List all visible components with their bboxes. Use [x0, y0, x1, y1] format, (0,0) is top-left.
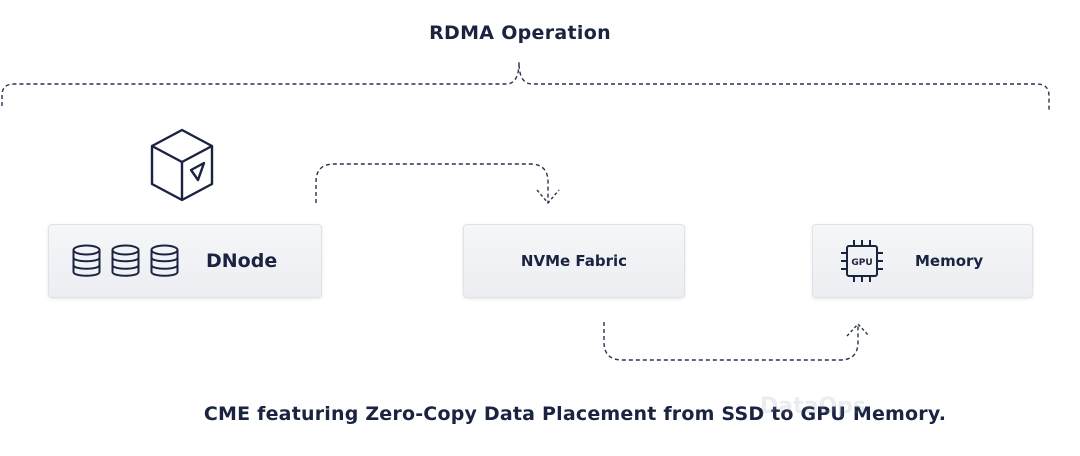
dnode-box: DNode	[48, 224, 322, 298]
database-icon	[150, 244, 179, 277]
fabric-to-memory-arrow	[603, 322, 859, 361]
diagram-title: RDMA Operation	[429, 22, 611, 44]
database-icons	[71, 244, 180, 278]
dnode-to-fabric-arrow	[315, 163, 549, 203]
memory-label: Memory	[915, 252, 984, 270]
database-icon	[111, 244, 140, 277]
cube-icon	[150, 128, 214, 202]
database-icon	[72, 244, 101, 277]
arrowhead-down-icon	[536, 189, 560, 205]
watermark: DataOps	[760, 394, 867, 419]
rdma-bracket	[1, 61, 1050, 110]
nvme-fabric-label: NVMe Fabric	[520, 252, 628, 270]
nvme-fabric-box: NVMe Fabric	[463, 224, 685, 298]
gpu-chip-text: GPU	[851, 258, 872, 268]
memory-box: GPU Memory	[812, 224, 1033, 298]
dnode-label: DNode	[206, 250, 278, 272]
diagram-caption: CME featuring Zero-Copy Data Placement f…	[203, 403, 947, 425]
gpu-chip-icon: GPU	[841, 240, 883, 282]
